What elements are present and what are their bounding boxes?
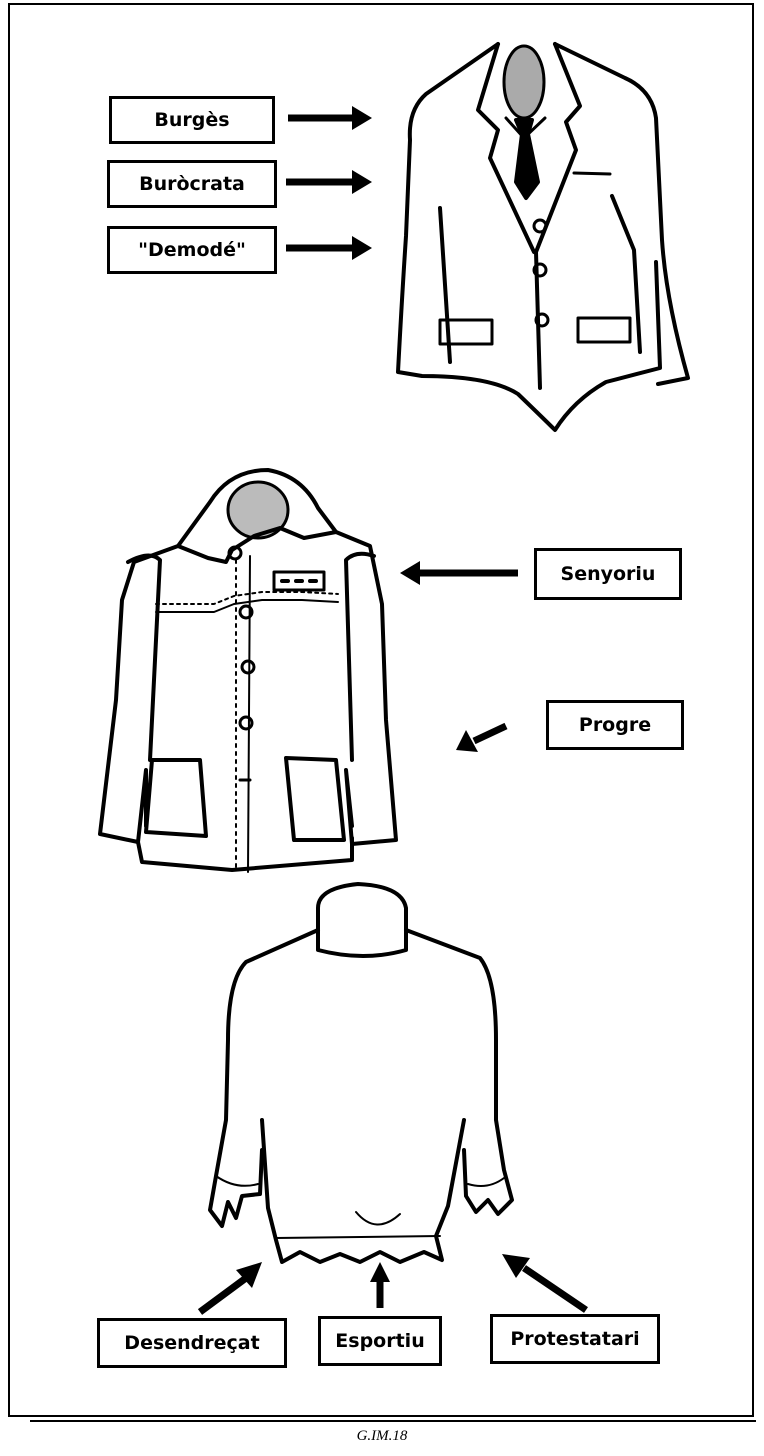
label-desendrecat: Desendreçat xyxy=(97,1318,287,1368)
label-burges: Burgès xyxy=(109,96,275,144)
label-protestatari: Protestatari xyxy=(490,1314,660,1364)
arrow-protestatari xyxy=(502,1254,586,1310)
arrow-desendrecat xyxy=(200,1262,262,1312)
arrow-burges xyxy=(288,106,372,130)
label-burocrata: Buròcrata xyxy=(107,160,277,208)
label-esportiu: Esportiu xyxy=(318,1316,442,1366)
label-progre: Progre xyxy=(546,700,684,750)
label-senyoriu: Senyoriu xyxy=(534,548,682,600)
arrow-progre xyxy=(456,726,506,752)
arrow-senyoriu xyxy=(400,561,518,585)
footer-rule xyxy=(30,1420,756,1422)
sweater-illustration xyxy=(210,884,512,1262)
arrow-burocrata xyxy=(286,170,372,194)
label-demode: "Demodé" xyxy=(107,226,277,274)
arrows xyxy=(200,106,586,1312)
arrow-esportiu xyxy=(370,1262,390,1308)
footer-code: G.IM.18 xyxy=(0,1428,764,1445)
shirt-jacket-illustration xyxy=(100,470,396,872)
suit-jacket-illustration xyxy=(398,44,688,430)
arrow-demode xyxy=(286,236,372,260)
